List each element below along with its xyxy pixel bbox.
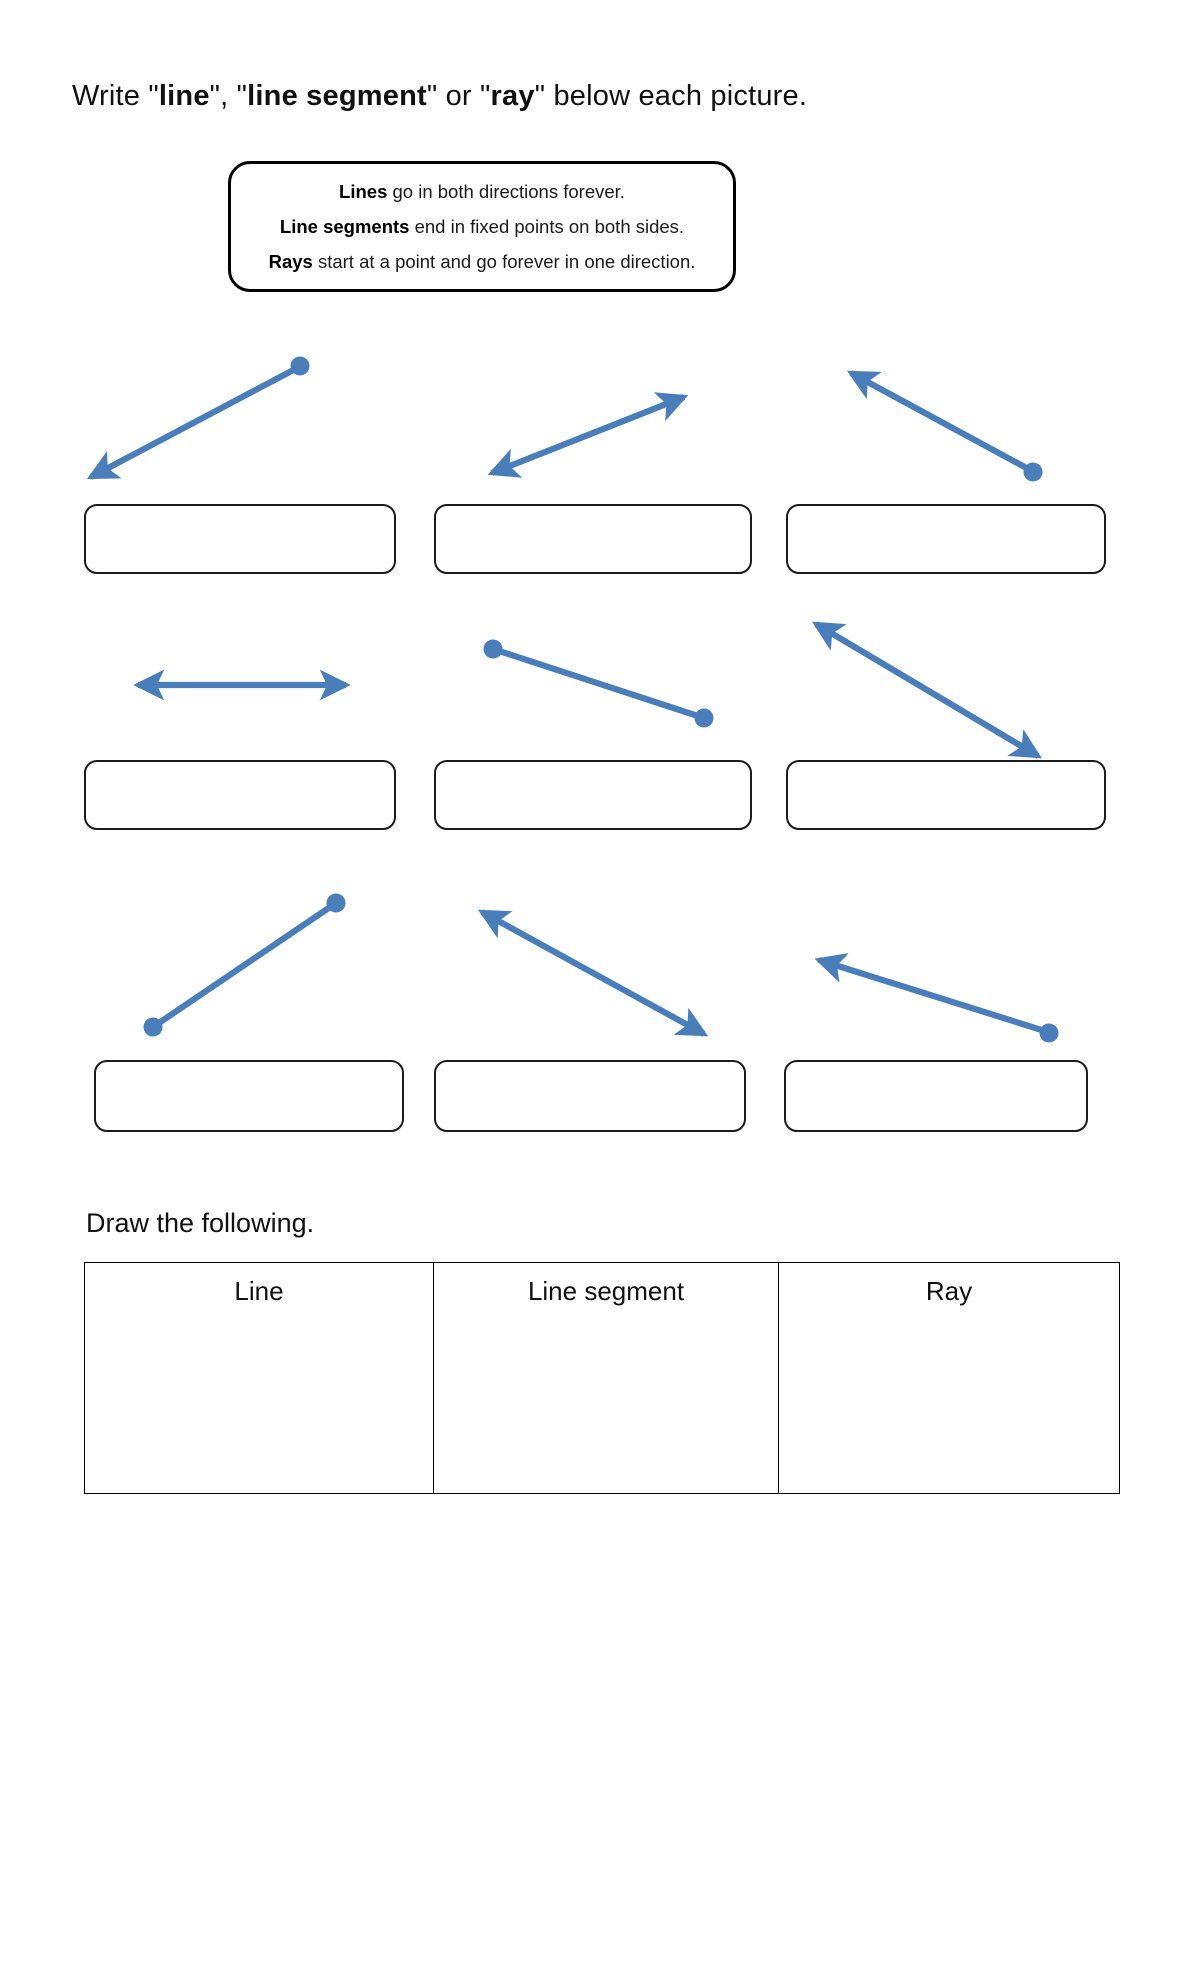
figure-5 bbox=[480, 636, 720, 731]
definition-term-lines: Lines bbox=[339, 180, 388, 202]
draw-table-header-line: Line bbox=[84, 1262, 434, 1319]
title-mid-2: " or " bbox=[426, 80, 491, 112]
draw-cell-line[interactable] bbox=[84, 1319, 434, 1494]
figure-2 bbox=[478, 385, 698, 485]
definition-line-lines: Lines go in both directions forever. bbox=[339, 181, 625, 203]
draw-table: Line Line segment Ray bbox=[84, 1262, 1120, 1494]
figure-4 bbox=[124, 669, 364, 701]
title-prefix: Write " bbox=[72, 80, 159, 112]
figure-3-diagram bbox=[846, 370, 1043, 482]
answer-box-8[interactable] bbox=[434, 1060, 746, 1132]
draw-cell-ray[interactable] bbox=[778, 1319, 1120, 1494]
definition-box: Lines go in both directions forever. Lin… bbox=[228, 161, 736, 292]
figure-7 bbox=[140, 890, 350, 1040]
figure-1-diagram bbox=[86, 356, 310, 480]
figure-6-diagram bbox=[812, 621, 1042, 759]
answer-box-5[interactable] bbox=[434, 760, 752, 830]
figure-7-diagram bbox=[143, 893, 346, 1037]
figure-8-diagram bbox=[477, 909, 709, 1037]
title-keyword-line: line bbox=[158, 80, 210, 112]
figure-1 bbox=[78, 355, 328, 490]
figure-3 bbox=[838, 360, 1058, 485]
answer-box-1[interactable] bbox=[84, 504, 396, 574]
answer-box-6[interactable] bbox=[786, 760, 1106, 830]
figure-4-diagram bbox=[133, 669, 351, 701]
draw-table-header-ray: Ray bbox=[778, 1262, 1120, 1319]
definition-text-rays: start at a point and go forever in one d… bbox=[312, 250, 696, 272]
answer-box-3[interactable] bbox=[786, 504, 1106, 574]
draw-cell-line-segment[interactable] bbox=[433, 1319, 779, 1494]
definition-text-lines: go in both directions forever. bbox=[387, 180, 625, 202]
figure-2-diagram bbox=[487, 392, 689, 478]
answer-box-9[interactable] bbox=[784, 1060, 1088, 1132]
page-title: Write "line", "line segment" or "ray" be… bbox=[72, 80, 807, 113]
definition-term-rays: Rays bbox=[268, 250, 313, 272]
draw-table-answer-row bbox=[84, 1319, 1120, 1494]
definition-text-line-segments: end in fixed points on both sides. bbox=[409, 215, 685, 237]
title-keyword-ray: ray bbox=[490, 80, 535, 112]
answer-box-7[interactable] bbox=[94, 1060, 404, 1132]
definition-line-line-segments: Line segments end in fixed points on bot… bbox=[280, 216, 684, 238]
figure-5-diagram bbox=[483, 639, 714, 728]
title-keyword-line-segment: line segment bbox=[247, 80, 427, 112]
answer-box-2[interactable] bbox=[434, 504, 752, 574]
draw-section-heading: Draw the following. bbox=[86, 1208, 315, 1238]
definition-line-rays: Rays start at a point and go forever in … bbox=[269, 251, 696, 273]
definition-term-line-segments: Line segments bbox=[279, 215, 410, 237]
figure-9-diagram bbox=[814, 953, 1059, 1043]
draw-table-header-row: Line Line segment Ray bbox=[84, 1262, 1120, 1319]
title-mid-1: ", " bbox=[209, 80, 248, 112]
title-suffix: " below each picture. bbox=[534, 80, 808, 112]
figure-8 bbox=[468, 898, 718, 1048]
answer-box-4[interactable] bbox=[84, 760, 396, 830]
draw-table-header-line-segment: Line segment bbox=[433, 1262, 779, 1319]
figure-9 bbox=[806, 946, 1059, 1046]
figure-6 bbox=[802, 610, 1052, 770]
